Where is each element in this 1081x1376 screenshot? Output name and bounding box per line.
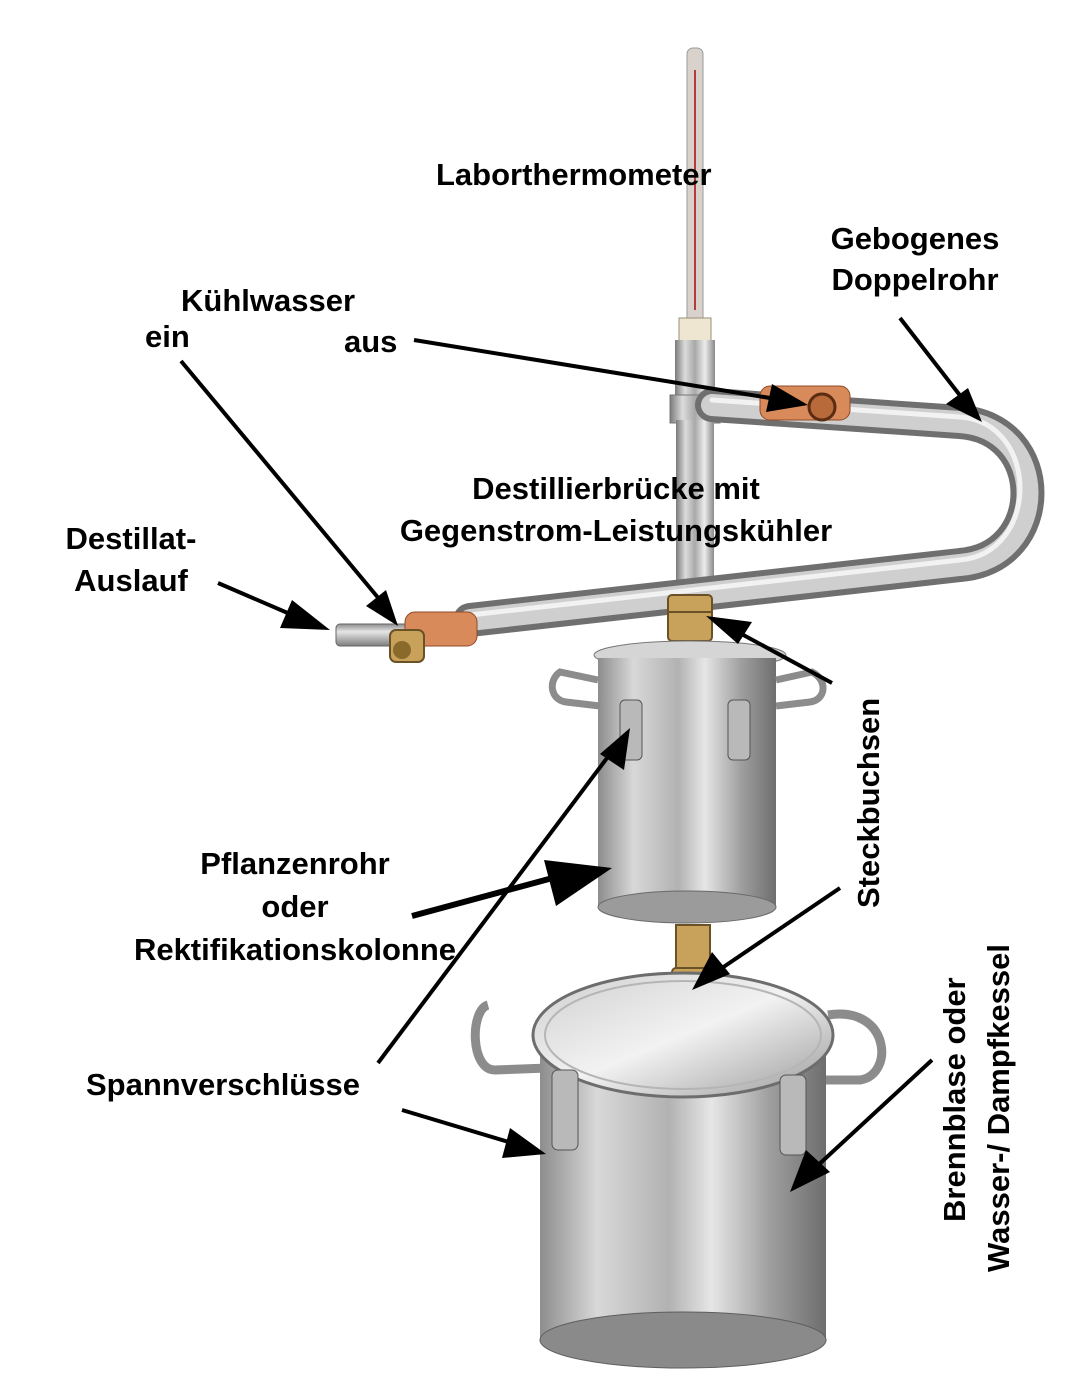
bent-double-pipe (335, 385, 1045, 663)
laboratory-thermometer (678, 47, 712, 343)
label-bent-pipe-line1: Gebogenes (830, 221, 1000, 256)
label-column-line1: Pflanzenrohr (200, 846, 390, 881)
arrow-socket-upper (706, 616, 833, 685)
plant-tube-column (548, 640, 827, 924)
boiler-kettle (470, 971, 887, 1369)
label-bent-pipe-line2: Doppelrohr (831, 262, 999, 297)
arrow-distillate-outlet (217, 581, 330, 630)
label-column-line2: oder (261, 889, 329, 924)
distillation-bridge-column (669, 340, 721, 600)
label-coolant-out: aus (344, 324, 398, 359)
label-bridge-line1: Destillierbrücke mit (472, 471, 760, 506)
label-sockets: Steckbuchsen (851, 697, 886, 908)
arrow-socket-lower (692, 886, 842, 990)
label-bridge-line2: Gegenstrom-Leistungskühler (399, 513, 833, 548)
label-thermometer: Laborthermometer (436, 157, 712, 192)
label-coolant: Kühlwasser (181, 283, 356, 318)
label-distillate-line1: Destillat- (65, 521, 197, 556)
label-distillate-line2: Auslauf (74, 563, 188, 598)
annotation-arrows (179, 316, 982, 1192)
label-coolant-in: ein (145, 319, 190, 354)
upper-socket (667, 594, 713, 642)
label-kettle-line2: Wasser-/ Dampfkessel (981, 944, 1016, 1272)
arrow-plant-tube (411, 860, 612, 919)
label-column-line3: Rektifikationskolonne (133, 932, 457, 967)
label-kettle-line1: Brennblase oder (937, 977, 972, 1222)
arrow-clamps-upper (376, 728, 630, 1065)
arrow-coolant-out (413, 338, 808, 412)
arrow-clamps-lower (401, 1108, 546, 1158)
arrow-coolant-in (179, 359, 398, 626)
arrow-kettle (790, 1058, 934, 1192)
label-clamps: Spannverschlüsse (86, 1067, 360, 1102)
arrow-bent-pipe (898, 316, 982, 422)
